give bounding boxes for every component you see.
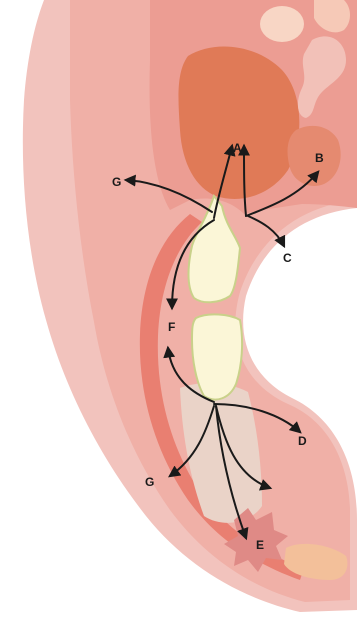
maxillary-sinus [178,47,299,199]
label-g-upper: G [112,175,121,189]
lower-tooth [192,314,242,399]
upper-small-structure [260,6,304,42]
label-c: C [283,251,292,265]
label-f: F [168,320,175,334]
label-d: D [298,434,307,448]
label-g-lower: G [145,475,154,489]
label-e: E [256,538,264,552]
label-b: B [315,151,324,165]
label-a: A [233,141,242,155]
